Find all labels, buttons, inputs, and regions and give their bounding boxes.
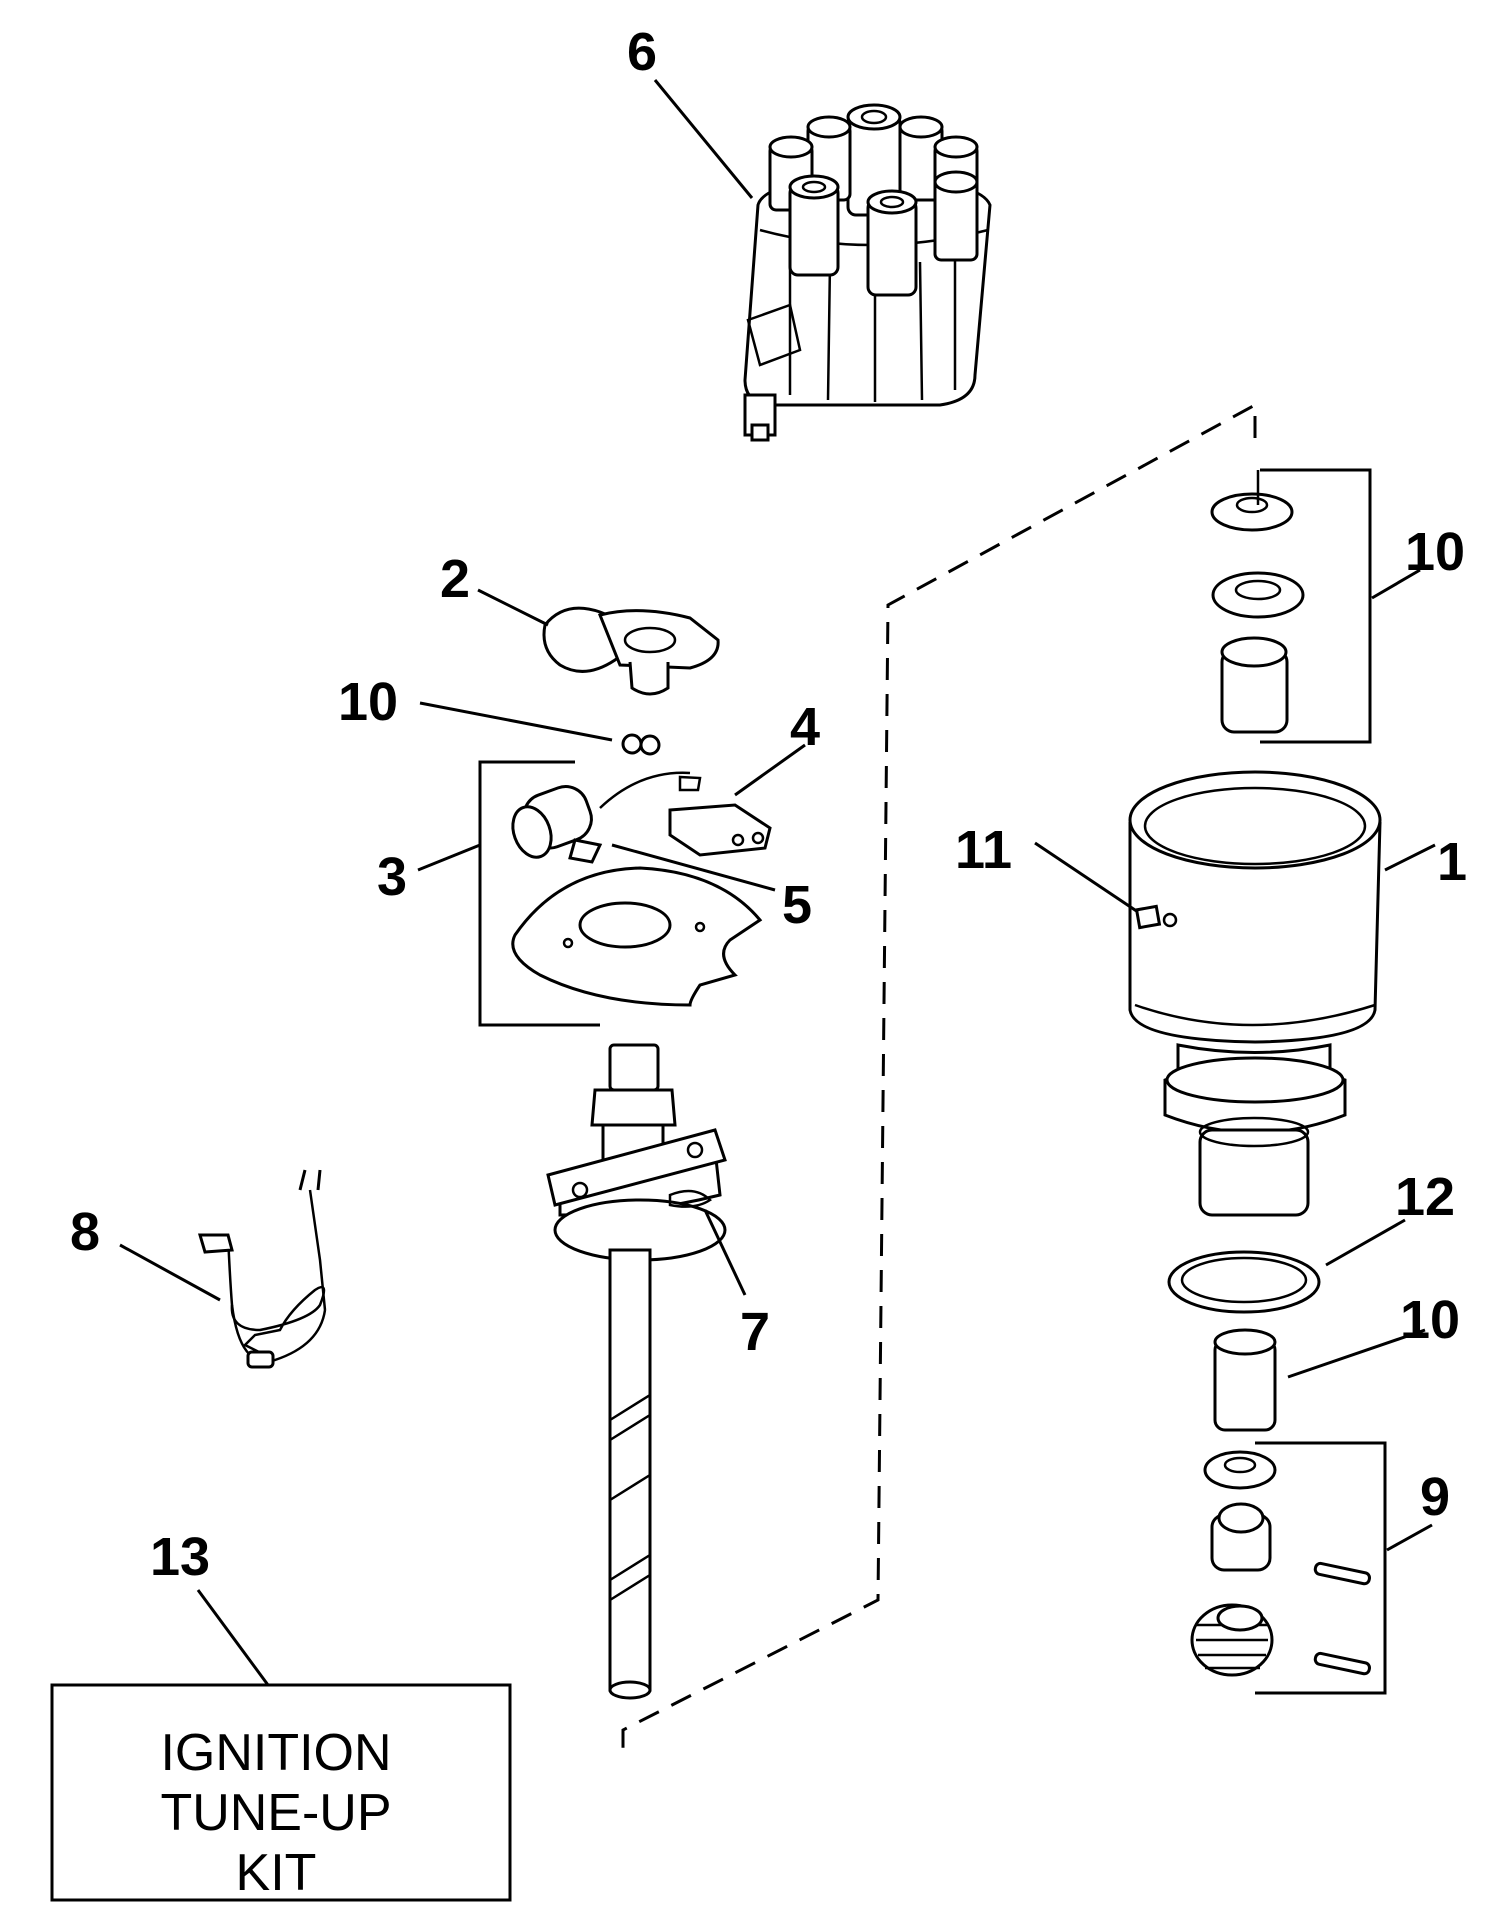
callout-10-left: 10 bbox=[338, 672, 398, 732]
leader-10-left bbox=[419, 701, 613, 742]
leader-2 bbox=[477, 588, 549, 627]
callout-6: 6 bbox=[627, 22, 657, 82]
callout-7: 7 bbox=[740, 1302, 770, 1362]
leader-1 bbox=[1384, 843, 1436, 872]
callout-10-lower: 10 bbox=[1400, 1290, 1460, 1350]
kit-line-3: KIT bbox=[236, 1844, 317, 1902]
part-12-seal-ring bbox=[1167, 1250, 1321, 1314]
part-4-points bbox=[668, 775, 772, 857]
part-5-condenser bbox=[511, 771, 691, 864]
leader-12 bbox=[1325, 1218, 1406, 1267]
kit-line-2: TUNE-UP bbox=[160, 1784, 391, 1842]
assembly-dashed-outline bbox=[621, 402, 1257, 1760]
leader-3 bbox=[417, 843, 481, 872]
callout-1: 1 bbox=[1437, 832, 1467, 892]
leader-11 bbox=[1034, 841, 1139, 914]
leader-8 bbox=[119, 1243, 221, 1302]
part-8-wire bbox=[197, 1169, 327, 1369]
bracket-9 bbox=[1255, 1441, 1387, 1695]
leader-13 bbox=[196, 1589, 270, 1686]
part-9-gear-set bbox=[1190, 1450, 1371, 1677]
leader-10-lower bbox=[1287, 1328, 1426, 1379]
tune-up-kit-box bbox=[50, 1683, 512, 1902]
callout-11: 11 bbox=[955, 820, 1012, 880]
callout-9: 9 bbox=[1420, 1467, 1450, 1527]
part-10-lower-bushing bbox=[1213, 1328, 1277, 1432]
part-2-rotor bbox=[542, 606, 720, 696]
part-7-shaft bbox=[546, 1043, 727, 1700]
callout-12: 12 bbox=[1395, 1167, 1455, 1227]
callout-2: 2 bbox=[440, 549, 470, 609]
part-1-housing bbox=[1128, 770, 1382, 1217]
callout-4: 4 bbox=[790, 697, 820, 757]
leader-9 bbox=[1386, 1523, 1433, 1552]
callout-8: 8 bbox=[70, 1202, 100, 1262]
callout-3: 3 bbox=[377, 847, 407, 907]
part-10-clip bbox=[621, 733, 661, 756]
breaker-plate bbox=[511, 866, 763, 1007]
callout-13: 13 bbox=[150, 1527, 210, 1587]
callout-10-top: 10 bbox=[1405, 522, 1465, 582]
leader-5 bbox=[611, 843, 776, 892]
leader-6 bbox=[653, 79, 754, 199]
part-10-top-bushings bbox=[1210, 470, 1305, 734]
bracket-10-top bbox=[1260, 468, 1372, 744]
kit-line-1: IGNITION bbox=[160, 1724, 391, 1782]
leader-4 bbox=[734, 743, 806, 797]
leader-10-top bbox=[1371, 568, 1421, 600]
leader-7 bbox=[703, 1209, 747, 1296]
part-6-distributor-cap bbox=[743, 103, 992, 442]
callout-5: 5 bbox=[782, 875, 812, 935]
bracket-3 bbox=[478, 760, 600, 1027]
